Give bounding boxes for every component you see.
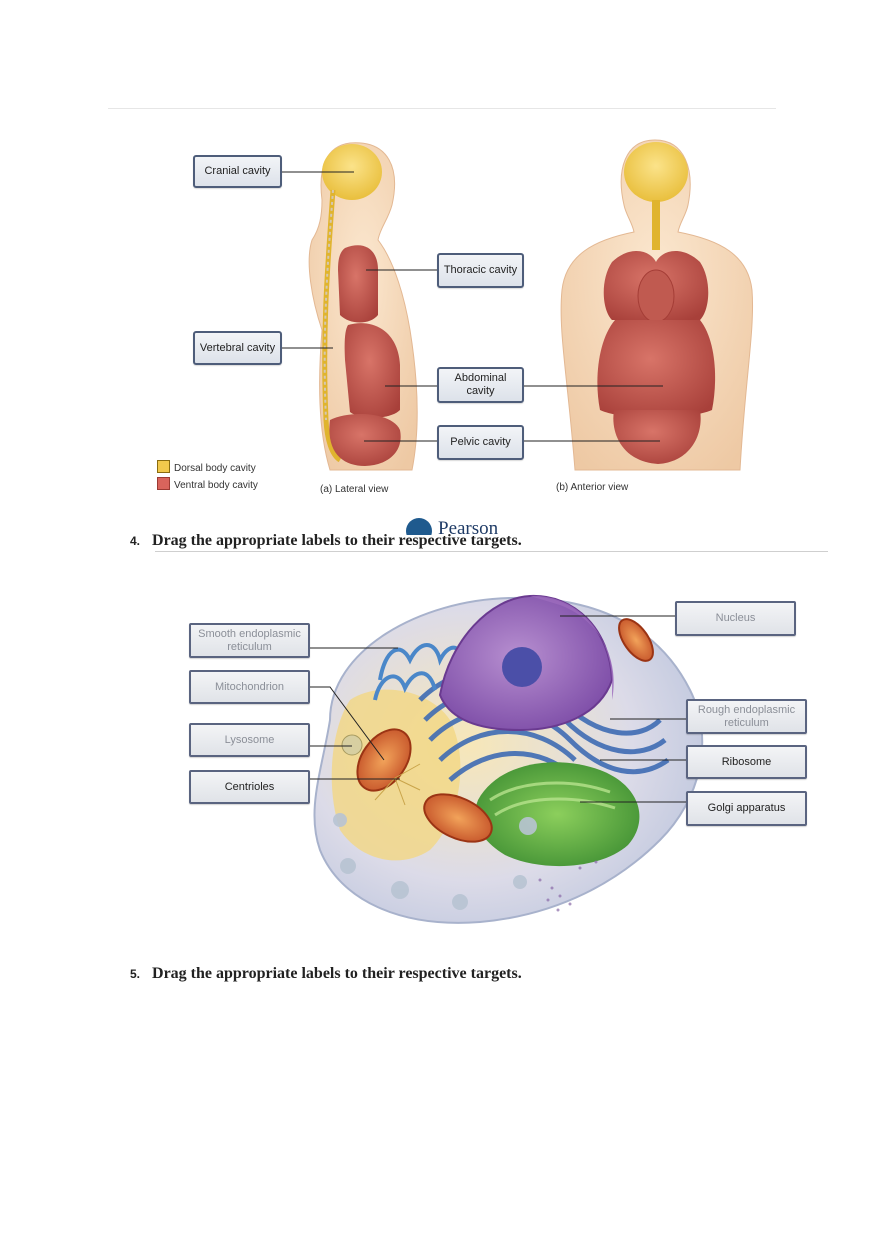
pearson-logo-text: Pearson bbox=[438, 518, 499, 535]
label-abdominal-cavity-text: Abdominal cavity bbox=[454, 372, 507, 397]
question-4-text: Drag the appropriate labels to their res… bbox=[152, 532, 522, 549]
legend-ventral: Ventral body cavity bbox=[157, 477, 258, 491]
legend-ventral-text: Ventral body cavity bbox=[174, 480, 258, 491]
label-golgi-apparatus-text: Golgi apparatus bbox=[707, 802, 786, 814]
lateral-abdominal-cavity bbox=[344, 323, 400, 418]
question-5-number: 5. bbox=[130, 967, 141, 981]
free-ribosomes-illustration bbox=[538, 860, 598, 912]
label-rough-er-text: Rough endoplasmic reticulum bbox=[697, 703, 796, 729]
question-5-text: Drag the appropriate labels to their res… bbox=[152, 965, 522, 982]
legend-dorsal-swatch bbox=[157, 460, 170, 473]
mitochondrion-illustration-3 bbox=[618, 618, 654, 662]
label-thoracic-cavity[interactable]: Thoracic cavity bbox=[437, 253, 524, 288]
label-ribosome-text: Ribosome bbox=[721, 755, 772, 768]
label-golgi-apparatus[interactable]: Golgi apparatus bbox=[686, 791, 807, 826]
label-vertebral-cavity-text: Vertebral cavity bbox=[199, 341, 276, 354]
vesicles-illustration bbox=[333, 813, 537, 910]
label-smooth-er-text: Smooth endoplasmic reticulum bbox=[198, 627, 301, 653]
caption-lateral-view: (a) Lateral view bbox=[320, 484, 389, 495]
label-smooth-er[interactable]: Smooth endoplasmic reticulum bbox=[189, 623, 310, 658]
label-ribosome[interactable]: Ribosome bbox=[686, 745, 807, 779]
anterior-cranial-cavity bbox=[624, 142, 688, 202]
body-leader-lines bbox=[282, 171, 663, 442]
mitochondrion-illustration-2 bbox=[423, 793, 493, 843]
label-vertebral-cavity[interactable]: Vertebral cavity bbox=[193, 331, 282, 365]
body-cavities-figure: Cranial cavity Thoracic cavity Vertebral… bbox=[0, 0, 880, 520]
anterior-view-body bbox=[560, 139, 754, 471]
question-4-title: 4. Drag the appropriate labels to their r… bbox=[130, 532, 522, 550]
label-pelvic-cavity[interactable]: Pelvic cavity bbox=[437, 425, 524, 460]
question-5-title: 5. Drag the appropriate labels to their r… bbox=[130, 965, 522, 983]
question-4-divider bbox=[155, 551, 828, 552]
body-cavities-illustration bbox=[282, 139, 754, 471]
cell-leader-lines bbox=[310, 615, 686, 803]
question-4-number: 4. bbox=[130, 534, 141, 548]
label-centrioles[interactable]: Centrioles bbox=[189, 770, 310, 804]
legend-ventral-swatch bbox=[157, 477, 170, 490]
legend-dorsal: Dorsal body cavity bbox=[157, 460, 256, 474]
label-cranial-cavity-text: Cranial cavity bbox=[204, 165, 271, 177]
lysosome-illustration bbox=[341, 734, 363, 756]
legend-dorsal-text: Dorsal body cavity bbox=[174, 463, 256, 474]
pearson-logo: Pearson bbox=[406, 515, 526, 535]
label-rough-er[interactable]: Rough endoplasmic reticulum bbox=[686, 699, 807, 734]
top-divider bbox=[108, 108, 776, 109]
label-lysosome[interactable]: Lysosome bbox=[189, 723, 310, 757]
label-centrioles-text: Centrioles bbox=[224, 780, 275, 793]
label-nucleus-text: Nucleus bbox=[715, 612, 756, 624]
label-cranial-cavity[interactable]: Cranial cavity bbox=[193, 155, 282, 188]
label-mitochondrion-text: Mitochondrion bbox=[214, 680, 285, 693]
label-nucleus[interactable]: Nucleus bbox=[675, 601, 796, 636]
anterior-pelvic-cavity bbox=[613, 410, 701, 464]
golgi-illustration bbox=[475, 762, 640, 867]
nucleolus-illustration bbox=[502, 647, 542, 687]
centrioles-illustration bbox=[374, 763, 421, 806]
label-thoracic-cavity-text: Thoracic cavity bbox=[443, 264, 518, 276]
caption-anterior-view: (b) Anterior view bbox=[556, 482, 629, 493]
smooth-er-illustration bbox=[373, 643, 465, 701]
lateral-pelvic-cavity bbox=[329, 414, 401, 466]
lateral-view-body bbox=[308, 142, 418, 471]
anterior-abdominal-cavity bbox=[597, 320, 716, 418]
pearson-logo-icon bbox=[406, 518, 432, 535]
anterior-spinal-cord bbox=[652, 200, 660, 250]
label-pelvic-cavity-text: Pelvic cavity bbox=[450, 436, 511, 448]
label-mitochondrion[interactable]: Mitochondrion bbox=[189, 670, 310, 704]
label-lysosome-text: Lysosome bbox=[224, 733, 275, 746]
label-abdominal-cavity[interactable]: Abdominal cavity bbox=[437, 367, 524, 403]
lateral-thoracic-cavity bbox=[338, 245, 378, 323]
